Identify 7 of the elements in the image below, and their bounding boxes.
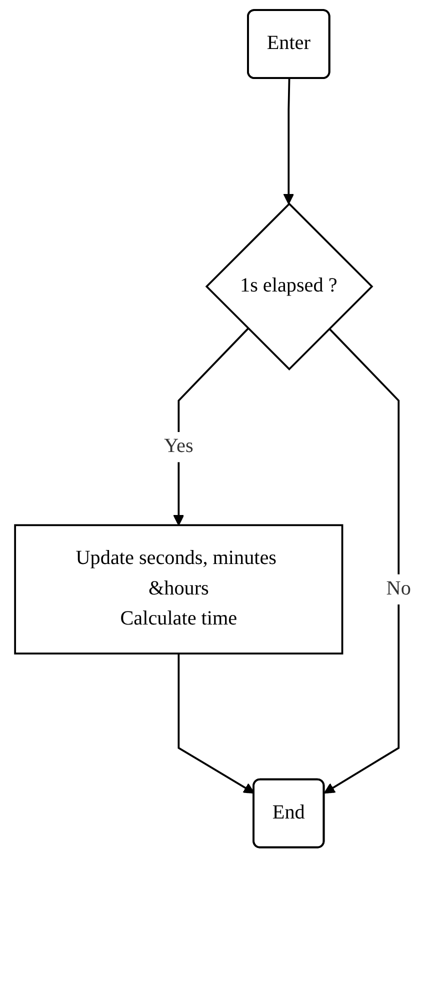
node-box: Update seconds, minutes &hours Calculate time — [14, 524, 344, 654]
arrow — [283, 78, 294, 204]
node-diamond: 1s elapsed ? — [205, 202, 374, 370]
arrow — [178, 654, 255, 794]
edge-label: No — [386, 578, 411, 600]
edge-label: Yes — [164, 436, 194, 458]
arrow — [324, 328, 400, 794]
